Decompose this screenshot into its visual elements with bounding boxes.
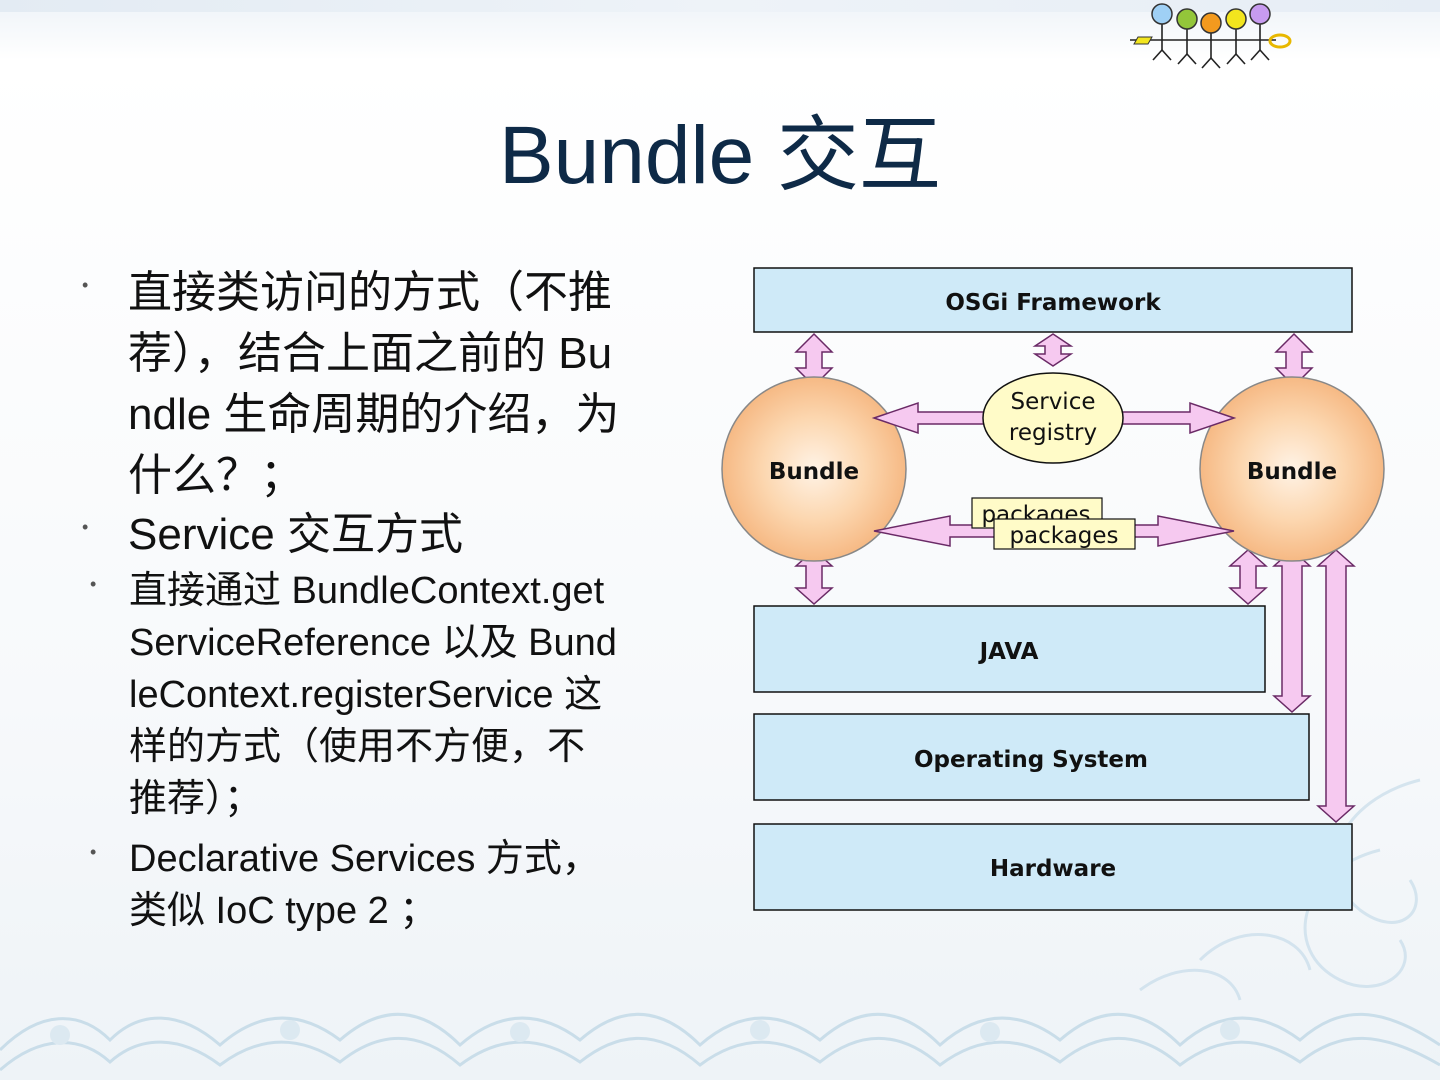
- bullet-line: Service 交互方式: [128, 504, 720, 565]
- service-registry-ellipse: [983, 373, 1123, 463]
- sub-bullet-item: • 直接通过 BundleContext.get ServiceReferenc…: [32, 565, 720, 825]
- bullet-list: • 直接类访问的方式（不推 荐），结合上面之前的 Bu ndle 生命周期的介绍…: [80, 262, 720, 937]
- bullet-line: 直接类访问的方式（不推: [128, 262, 720, 323]
- sub-bullet-line: 推荐）；: [129, 773, 720, 825]
- sub-bullet-line: 类似 IoC type 2 ；: [129, 885, 720, 937]
- arrow-right-bundle-hardware: [1318, 550, 1354, 822]
- osgi-architecture-diagram: OSGi Framework JAVA Operating System Har…: [718, 262, 1398, 922]
- packages-front-label: packages: [1009, 523, 1118, 549]
- arrow-framework-registry: [1035, 334, 1071, 366]
- bullet-line: ndle 生命周期的介绍，为: [128, 384, 720, 445]
- osgi-framework-label: OSGi Framework: [945, 290, 1161, 316]
- sub-bullet-line: 样的方式（使用不方便，不: [129, 721, 720, 773]
- sub-bullet-line: ServiceReference 以及 Bund: [129, 617, 720, 669]
- sub-bullet-line: 直接通过 BundleContext.get: [129, 565, 720, 617]
- java-label: JAVA: [978, 639, 1039, 665]
- bundle-right-label: Bundle: [1247, 459, 1337, 485]
- sub-bullet-item: • Declarative Services 方式， 类似 IoC type 2…: [32, 833, 720, 937]
- bullet-dot-icon: •: [82, 518, 88, 536]
- service-registry-label-line2: registry: [1009, 420, 1097, 446]
- arrow-right-bundle-os: [1274, 550, 1310, 712]
- sub-bullet-line: leContext.registerService 这: [129, 669, 720, 721]
- operating-system-label: Operating System: [914, 747, 1148, 773]
- arrow-right-bundle-java: [1230, 550, 1266, 604]
- bullet-dot-icon: •: [82, 276, 88, 294]
- bullet-line: 荐），结合上面之前的 Bu: [128, 323, 720, 384]
- sub-bullet-line: Declarative Services 方式，: [129, 833, 720, 885]
- bullet-dot-icon: •: [90, 575, 96, 593]
- people-logo-icon: [1126, 2, 1296, 72]
- bundle-left-label: Bundle: [769, 459, 859, 485]
- bullet-item: • Service 交互方式: [80, 504, 720, 565]
- bullet-line: 什么？；: [128, 445, 720, 506]
- bullet-item: • 直接类访问的方式（不推 荐），结合上面之前的 Bu ndle 生命周期的介绍…: [80, 262, 720, 506]
- service-registry-label-line1: Service: [1010, 389, 1095, 415]
- bullet-dot-icon: •: [90, 843, 96, 861]
- hardware-label: Hardware: [990, 856, 1116, 882]
- slide-title: Bundle 交互: [0, 88, 1440, 207]
